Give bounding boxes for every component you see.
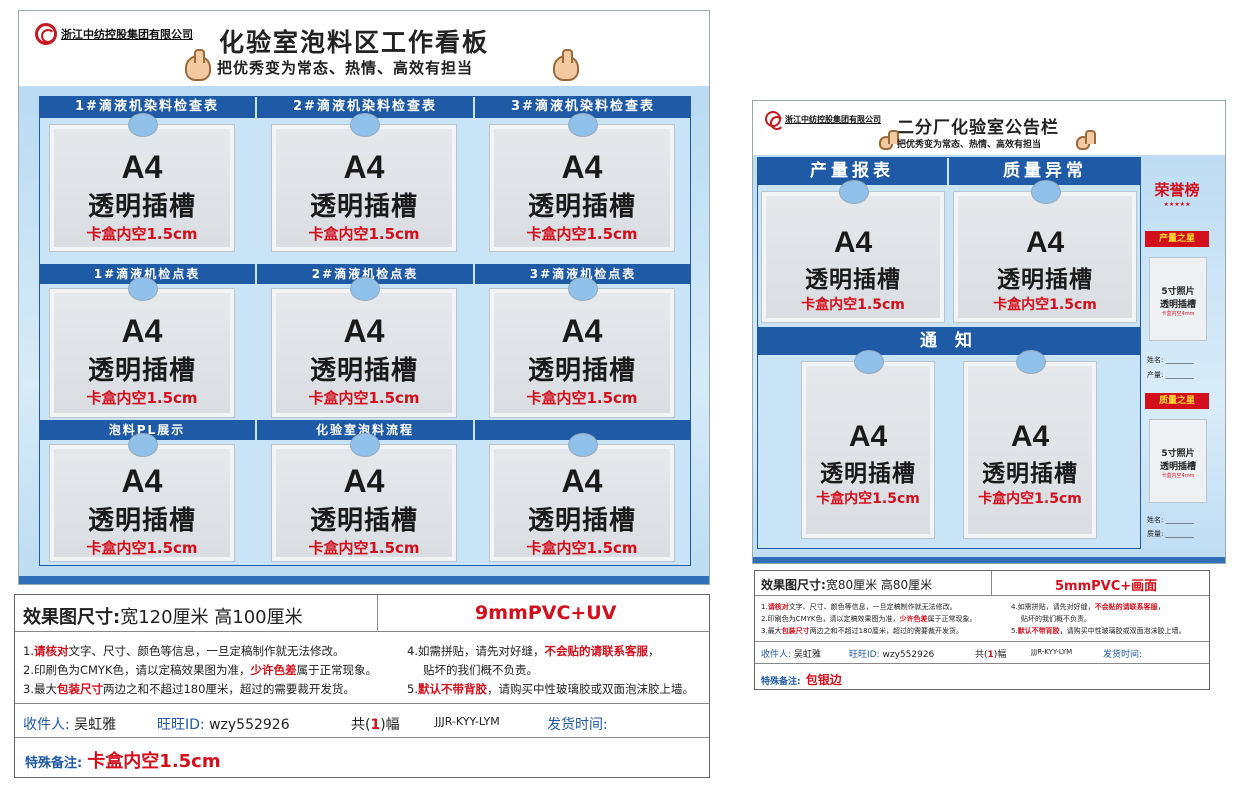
- section-bar: 泡料PL展示: [39, 420, 255, 440]
- count-field: 共(1)幅: [975, 650, 1007, 660]
- note-3: 3.最大包装尺寸两边之和不超过180厘米，超过的需要裁开发货。: [23, 682, 355, 696]
- spec-table-2: 效果图尺寸:宽80厘米 高80厘米 5mmPVC+画面 1.请核对文字、尺寸、颜…: [754, 570, 1210, 690]
- a4-slot: A4 透明插槽 卡盒内空1.5cm: [49, 433, 235, 562]
- company-name: 浙江中纺控股集团有限公司: [61, 28, 193, 41]
- material-value: 5mmPVC+画面: [1055, 579, 1158, 594]
- notice-bar: 通 知: [757, 327, 1141, 355]
- count-field: 共(1)幅: [351, 717, 400, 733]
- board-1-body: 1#滴液机染料检查表 2#滴液机染料检查表 3#滴液机染料检查表 A4 透明插槽…: [19, 86, 709, 584]
- special-note: 特殊备注: 包银边: [761, 673, 842, 687]
- quality-field: 质量: ________: [1147, 530, 1194, 538]
- a4-slot: A4 透明插槽 卡盒内空1.5cm: [271, 433, 457, 562]
- section-bar: 2#滴液机染料检查表: [257, 96, 473, 118]
- photo-slot: 5寸照片 透明插槽 卡盒内空4mm: [1149, 419, 1207, 503]
- thumbs-up-icon: [1076, 130, 1097, 150]
- a4-slot: A4 透明插槽 卡盒内空1.5cm: [489, 277, 675, 418]
- thumbs-up-icon: [879, 130, 899, 150]
- note-4-cont: 贴坏的我们概不负责。: [1021, 615, 1091, 623]
- badge-output-star: 产量之星: [1145, 231, 1209, 247]
- thumbs-up-icon: [185, 49, 211, 81]
- board-2-logo: 浙江中纺控股集团有限公司: [765, 111, 881, 130]
- special-note-value: 卡盒内空1.5cm: [87, 751, 221, 772]
- board-2-slogan: 把优秀变为常态、热情、高效有担当: [897, 140, 1042, 150]
- board-1-title: 化验室泡料区工作看板: [219, 28, 490, 57]
- receiver-field: 收件人: 吴虹雅: [23, 717, 117, 733]
- a4-slot: A4 透明插槽 卡盒内空1.5cm: [271, 277, 457, 418]
- company-logo-icon: [35, 23, 57, 45]
- size-value: 宽80厘米 高80厘米: [825, 578, 933, 592]
- order-code: JJJR-KYY-LYM: [1031, 648, 1073, 656]
- honor-title: 荣誉榜: [1154, 181, 1200, 199]
- note-1: 1.请核对文字、尺寸、颜色等信息，一旦定稿制作就无法修改。: [23, 644, 345, 658]
- board-1-header: 浙江中纺控股集团有限公司 化验室泡料区工作看板 把优秀变为常态、热情、高效有担当: [19, 11, 709, 86]
- a4-slot: A4 透明插槽 卡盒内空1.5cm: [49, 113, 235, 252]
- badge-quality-star: 质量之星: [1145, 393, 1209, 409]
- note-5: 5.默认不带背胶，请购买中性玻璃胶或双面泡沫胶上墙。: [407, 682, 694, 696]
- note-4: 4.如需拼贴，请先对好缝，不会贴的请联系客服，: [1011, 603, 1165, 611]
- photo-slot: 5寸照片 透明插槽 卡盒内空4mm: [1149, 257, 1207, 341]
- name-field: 姓名: ________: [1147, 356, 1194, 364]
- receiver-value: 吴虹雅: [74, 717, 117, 733]
- special-note-value: 包银边: [805, 673, 842, 687]
- a4-slot: A4 透明插槽 卡盒内空1.5cm: [963, 350, 1097, 539]
- a4-slot: A4 透明插槽 卡盒内空1.5cm: [761, 180, 945, 323]
- size-label: 效果图尺寸:宽120厘米 高100厘米: [23, 607, 303, 628]
- note-2: 2.印刷色为CMYK色，请以定稿效果图为准，少许色差属于正常现象。: [23, 663, 377, 677]
- size-label: 效果图尺寸:宽80厘米 高80厘米: [761, 578, 933, 592]
- section-bar: 化验室泡料流程: [257, 420, 473, 440]
- note-4: 4.如需拼贴，请先对好缝，不会贴的请联系客服，: [407, 644, 660, 658]
- wangwang-field: 旺旺ID: wzy552926: [849, 650, 935, 660]
- wangwang-field: 旺旺ID: wzy552926: [157, 717, 290, 733]
- a4-slot: A4 透明插槽 卡盒内空1.5cm: [953, 180, 1137, 323]
- board-2-header: 浙江中纺控股集团有限公司 二分厂化验室公告栏 把优秀变为常态、热情、高效有担当: [753, 101, 1225, 155]
- output-field: 产量: ________: [1147, 371, 1194, 379]
- note-3: 3.最大包装尺寸两边之和不超过180厘米，超过的需要裁开发货。: [761, 627, 964, 635]
- special-note: 特殊备注: 卡盒内空1.5cm: [25, 751, 221, 772]
- a4-slot: A4 透明插槽 卡盒内空1.5cm: [49, 277, 235, 418]
- name-field: 姓名: ________: [1147, 516, 1194, 524]
- ship-time-label: 发货时间:: [1103, 650, 1143, 660]
- material-value: 9mmPVC+UV: [475, 602, 617, 624]
- receiver-field: 收件人: 吴虹雅: [761, 650, 821, 660]
- size-value: 宽120厘米 高100厘米: [120, 607, 303, 628]
- company-name: 浙江中纺控股集团有限公司: [785, 114, 881, 124]
- section-bar: 1#滴液机染料检查表: [39, 96, 255, 118]
- section-bar: [475, 420, 691, 440]
- section-bar: 1#滴液机检点表: [39, 264, 255, 284]
- board-1: 浙江中纺控股集团有限公司 化验室泡料区工作看板 把优秀变为常态、热情、高效有担当…: [18, 10, 710, 585]
- a4-slot: A4 透明插槽 卡盒内空1.5cm: [489, 113, 675, 252]
- stars-icon: ★★★★★: [1163, 201, 1191, 208]
- note-2: 2.印刷色为CMYK色，请以定稿效果图为准，少许色差属于正常现象。: [761, 615, 977, 623]
- board-1-slogan: 把优秀变为常态、热情、高效有担当: [217, 59, 474, 77]
- a4-slot: A4 透明插槽 卡盒内空1.5cm: [271, 113, 457, 252]
- board-2-title: 二分厂化验室公告栏: [897, 118, 1059, 138]
- ship-time-label: 发货时间:: [547, 717, 608, 733]
- company-logo-icon: [765, 111, 784, 130]
- a4-slot: A4 透明插槽 卡盒内空1.5cm: [489, 433, 675, 562]
- section-bar: 3#滴液机染料检查表: [475, 96, 691, 118]
- section-bar: 3#滴液机检点表: [475, 264, 691, 284]
- wangwang-value: wzy552926: [209, 717, 290, 733]
- board-2-body: 产量报表 质量异常 A4 透明插槽 卡盒内空1.5cm A4 透明插槽 卡盒内空…: [753, 155, 1225, 563]
- board-1-logo: 浙江中纺控股集团有限公司: [35, 23, 193, 45]
- a4-slot: A4 透明插槽 卡盒内空1.5cm: [801, 350, 935, 539]
- note-5: 5.默认不带背胶，请购买中性玻璃胶或双面泡沫胶上墙。: [1011, 627, 1186, 635]
- note-4-cont: 贴坏的我们概不负责。: [423, 663, 538, 677]
- spec-table-1: 效果图尺寸:宽120厘米 高100厘米 9mmPVC+UV 1.请核对文字、尺寸…: [14, 594, 710, 778]
- note-1: 1.请核对文字、尺寸、颜色等信息，一旦定稿制作就无法修改。: [761, 603, 957, 611]
- board-2: 浙江中纺控股集团有限公司 二分厂化验室公告栏 把优秀变为常态、热情、高效有担当 …: [752, 100, 1226, 564]
- order-code: JJJR-KYY-LYM: [435, 715, 500, 728]
- honor-column: 荣誉榜 ★★★★★ 产量之星 5寸照片 透明插槽 卡盒内空4mm 姓名: ___…: [1145, 165, 1215, 549]
- section-bar: 2#滴液机检点表: [257, 264, 473, 284]
- thumbs-up-icon: [553, 49, 580, 81]
